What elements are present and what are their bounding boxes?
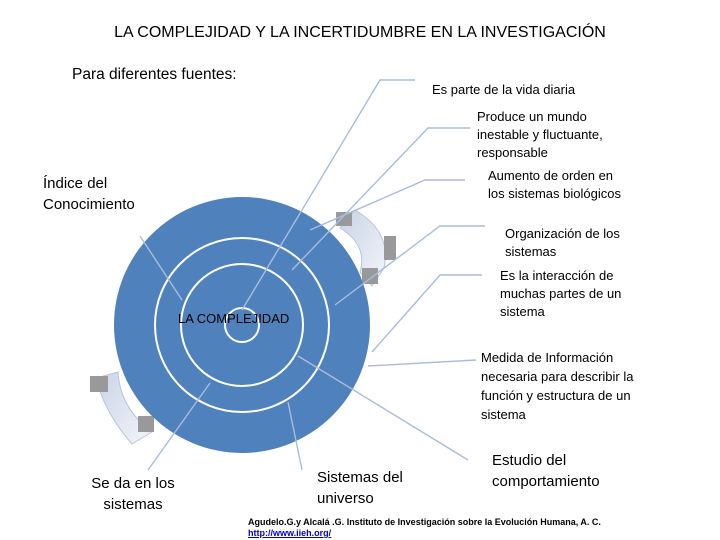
credit-text: Agudelo.G.y Alcalá .G. Instituto de Inve… [248, 517, 601, 527]
curved-arrow-right-icon [339, 209, 386, 287]
arrow-texture-icon [362, 268, 378, 284]
leader-line [147, 382, 211, 471]
leader-line [287, 401, 303, 471]
credit: Agudelo.G.y Alcalá .G. Instituto de Inve… [248, 517, 601, 539]
credit-link[interactable]: http://www.iieh.org/ [248, 528, 332, 538]
label-vida-diaria: Es parte de la vida diaria [432, 82, 576, 97]
center-label: LA COMPLEJIDAD [178, 311, 290, 326]
inner-circle [224, 307, 260, 343]
leader-lines [139, 79, 485, 471]
leader-line [334, 225, 485, 306]
leader-line [297, 355, 469, 461]
arrow-texture-icon [336, 212, 352, 226]
leader-line [309, 179, 465, 231]
outer-circle [114, 197, 370, 453]
leader-line [291, 127, 470, 271]
leader-line [241, 79, 415, 311]
ring-3 [154, 237, 330, 413]
arrow-texture-icon [384, 236, 396, 260]
leader-line [139, 235, 183, 301]
arrow-texture-icon [90, 376, 108, 392]
leader-line [371, 274, 482, 353]
subtitle: Para diferentes fuentes: [72, 66, 237, 83]
leader-line [367, 359, 477, 367]
page-title: LA COMPLEJIDAD Y LA INCERTIDUMBRE EN LA … [114, 24, 606, 41]
arrow-texture-icon [138, 416, 154, 432]
ring-2 [180, 263, 304, 387]
